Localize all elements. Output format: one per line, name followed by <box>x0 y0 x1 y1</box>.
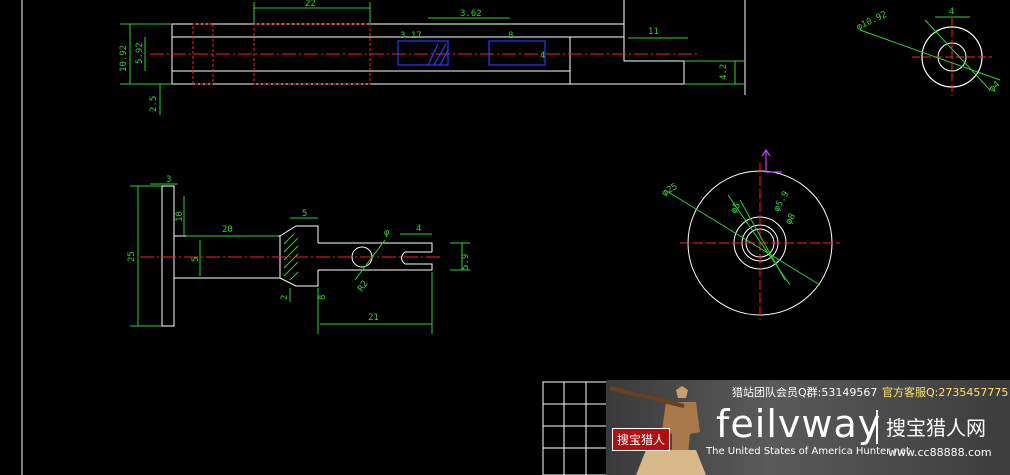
top-dim-lines <box>120 2 745 115</box>
ucs-icon <box>765 150 782 173</box>
dim-4: 4 <box>540 51 545 61</box>
dim-5-92: 5.92 <box>135 42 145 64</box>
dim-circle-4: 4 <box>949 7 954 17</box>
dim-pin-5b: 5 <box>302 209 307 219</box>
watermark-cn-name: 搜宝猎人网 <box>886 416 986 440</box>
dim-phi-4: φ4 <box>988 80 1003 95</box>
dim-3-17: 3.17 <box>400 31 422 41</box>
dim-pin-5a: 5 <box>191 257 201 262</box>
wheel-dim-leader-1 <box>664 189 821 286</box>
wheel-dim-leader-3 <box>739 199 786 281</box>
hatch-1 <box>427 43 439 66</box>
dim-wheel-phi-25: φ25 <box>661 182 680 199</box>
hunter-logo-icon <box>609 386 706 475</box>
top-shaft-view <box>171 0 685 85</box>
dim-pin-phi: φ <box>384 228 390 238</box>
dim-wheel-phi-5-9: φ5.9 <box>772 190 792 214</box>
dim-pin-20: 20 <box>222 225 233 235</box>
dim-pin-5-9: 5.9 <box>461 254 471 270</box>
dim-wheel-phi-8: φ8 <box>784 212 798 226</box>
pin-dim-lines <box>130 183 470 334</box>
dim-pin-r2: R2 <box>356 279 370 294</box>
dim-22: 22 <box>305 0 316 9</box>
pin-fork-bottom <box>318 263 433 271</box>
end-dim-leader-2 <box>924 19 991 91</box>
pin-taper-bottom <box>279 270 319 287</box>
dim-phi-10-92: φ10.92 <box>855 10 889 33</box>
watermark-banner: 搜宝猎人 猎站团队会员Q群:53149567 官方客服Q:2735457775 … <box>606 380 1010 475</box>
wheel-view <box>664 148 840 320</box>
top-shaft-body <box>370 36 571 71</box>
dim-10-92: 10.92 <box>119 45 129 72</box>
dim-11: 11 <box>648 27 659 37</box>
dim-pin-4: 4 <box>416 224 421 234</box>
dim-pin-25: 25 <box>127 251 137 262</box>
dim-2-5: 2.5 <box>149 96 159 112</box>
top-section-marks <box>397 40 546 66</box>
watermark-brand: feilvway <box>716 402 882 446</box>
watermark-qq-group: 猎站团队会员Q群:53149567 <box>732 386 878 399</box>
section-slot-2 <box>488 40 546 66</box>
dim-pin-3: 3 <box>166 175 171 185</box>
pin-taper-top <box>279 225 319 243</box>
pin-flange <box>161 185 175 327</box>
dim-pin-2: 2 <box>280 295 290 300</box>
dim-8: 8 <box>508 31 513 41</box>
dim-pin-10: 10 <box>175 211 185 222</box>
watermark-sub-en: The United States of America Hunter net <box>706 446 910 457</box>
dim-3-62: 3.62 <box>460 9 482 19</box>
pin-hatch <box>283 233 299 281</box>
dim-pin-8: 8 <box>318 295 328 300</box>
top-shaft-upper <box>171 23 625 38</box>
watermark-separator <box>876 410 878 444</box>
dim-4-2: 4.2 <box>719 64 729 80</box>
pin-slot-end <box>401 251 406 265</box>
dim-pin-21: 21 <box>368 313 379 323</box>
top-shaft-end <box>570 0 685 85</box>
end-circle-view <box>859 16 1001 96</box>
watermark-service: 官方客服Q:2735457775 <box>882 386 1009 399</box>
watermark-url: www.cc88888.com <box>888 446 992 459</box>
end-dim-leader-1 <box>859 29 1001 81</box>
watermark-badge: 搜宝猎人 <box>612 428 671 451</box>
pin-fork-top <box>318 242 433 252</box>
dim-wheel-phi-5: φ5 <box>729 201 743 215</box>
section-slot-1 <box>397 40 449 66</box>
ucs-arrow <box>761 148 771 157</box>
hatch-3 <box>439 49 449 66</box>
hatch-2 <box>433 43 447 66</box>
pin-side-view <box>161 185 433 327</box>
top-shaft-lower <box>171 70 571 85</box>
